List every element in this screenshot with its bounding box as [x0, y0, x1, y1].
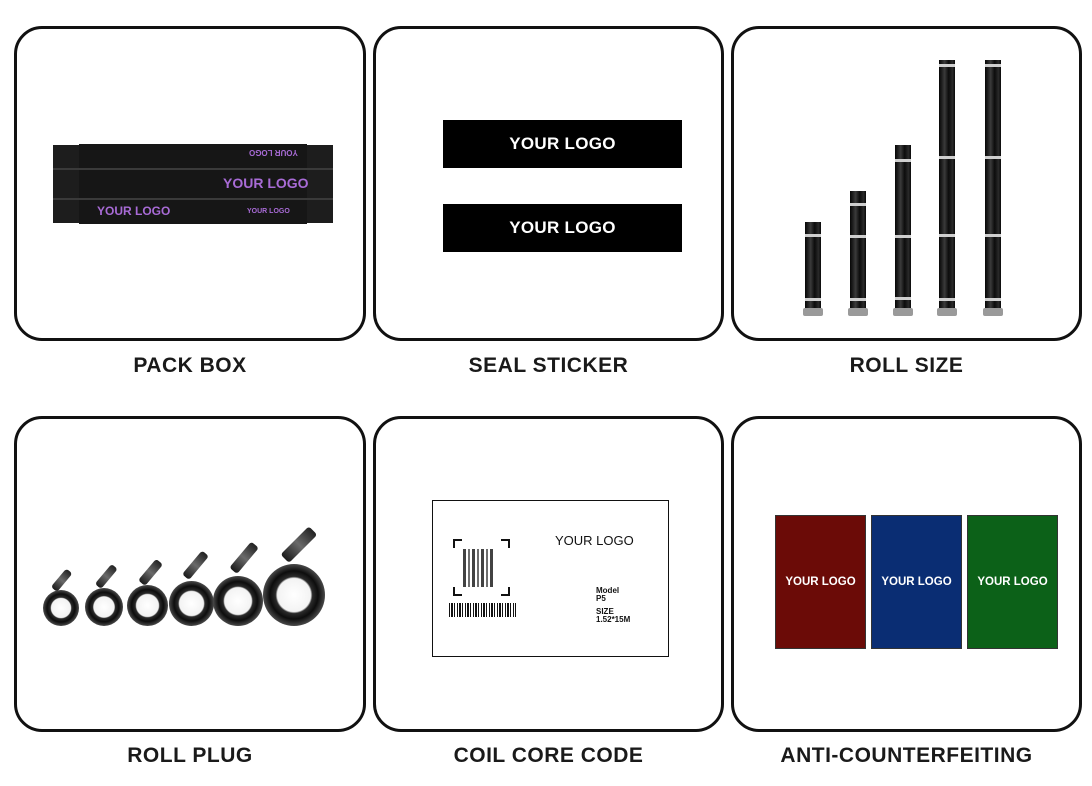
anti-counterfeit-label-red: YOUR LOGO [775, 515, 866, 649]
model-value: P5 [596, 594, 606, 603]
coil-core-code-card: YOUR LOGO Model P5 SIZE 1.52*15M [373, 416, 724, 732]
roll-plug-stem [50, 568, 73, 592]
roll-size-card [731, 26, 1082, 341]
pack-box-bottom-right-logo: YOUR LOGO [247, 208, 290, 215]
caption-seal-sticker: SEAL STICKER [468, 354, 629, 377]
roll-size-roll [937, 60, 957, 316]
model-label: Model [596, 586, 620, 595]
roll-size-roll [893, 145, 913, 316]
qr-corner [501, 539, 510, 548]
caption-roll-plug: ROLL PLUG [127, 744, 253, 767]
caption-anti-counterfeiting: ANTI-COUNTERFEITING [780, 744, 1033, 767]
coil-core-label: YOUR LOGO Model P5 SIZE 1.52*15M [432, 500, 669, 657]
caption-coil-core-code: COIL CORE CODE [453, 744, 644, 767]
caption-roll-size: ROLL SIZE [849, 354, 964, 377]
roll-size-roll [848, 191, 868, 316]
pack-box-fold-line [53, 168, 333, 170]
roll-plug-stem [94, 563, 118, 589]
qr-code-icon [463, 549, 495, 587]
roll-plug-stem [138, 558, 163, 586]
seal-sticker-card: YOUR LOGO YOUR LOGO [373, 26, 724, 341]
seal-sticker-label: YOUR LOGO [443, 204, 682, 252]
pack-box-main-logo: YOUR LOGO [223, 175, 309, 191]
anti-counterfeit-label-green: YOUR LOGO [967, 515, 1058, 649]
barcode-icon [449, 603, 516, 617]
pack-box-face [79, 144, 307, 224]
pack-box-bottom-left-logo: YOUR LOGO [97, 204, 171, 218]
roll-plug [263, 564, 325, 626]
roll-plug-stem [182, 550, 209, 580]
roll-plug [213, 576, 263, 626]
qr-corner [453, 587, 462, 596]
pack-box-image: YOUR LOGO YOUR LOGO YOUR LOGO YOUR LOGO [53, 142, 333, 226]
roll-plug [43, 590, 79, 626]
pack-box-fold-line [53, 198, 333, 200]
pack-box-left-flap [53, 145, 79, 223]
roll-plug-stem [280, 526, 318, 563]
seal-sticker-label: YOUR LOGO [443, 120, 682, 168]
anti-counterfeiting-card: YOUR LOGO YOUR LOGO YOUR LOGO [731, 416, 1082, 732]
pack-box-top-text: YOUR LOGO [249, 148, 298, 157]
size-value: 1.52*15M [596, 615, 631, 624]
coil-core-logo: YOUR LOGO [555, 533, 634, 548]
roll-size-roll [803, 222, 823, 316]
size-label: SIZE [596, 607, 614, 616]
roll-plug [85, 588, 123, 626]
roll-plug-card [14, 416, 366, 732]
pack-box-right-flap [307, 145, 333, 223]
roll-plug [169, 581, 214, 626]
qr-corner [453, 539, 462, 548]
roll-plug-stem [229, 541, 259, 574]
qr-corner [501, 587, 510, 596]
caption-pack-box: PACK BOX [133, 354, 247, 377]
roll-size-roll [983, 60, 1003, 316]
roll-plug [127, 585, 168, 626]
pack-box-card: YOUR LOGO YOUR LOGO YOUR LOGO YOUR LOGO [14, 26, 366, 341]
anti-counterfeit-label-blue: YOUR LOGO [871, 515, 962, 649]
